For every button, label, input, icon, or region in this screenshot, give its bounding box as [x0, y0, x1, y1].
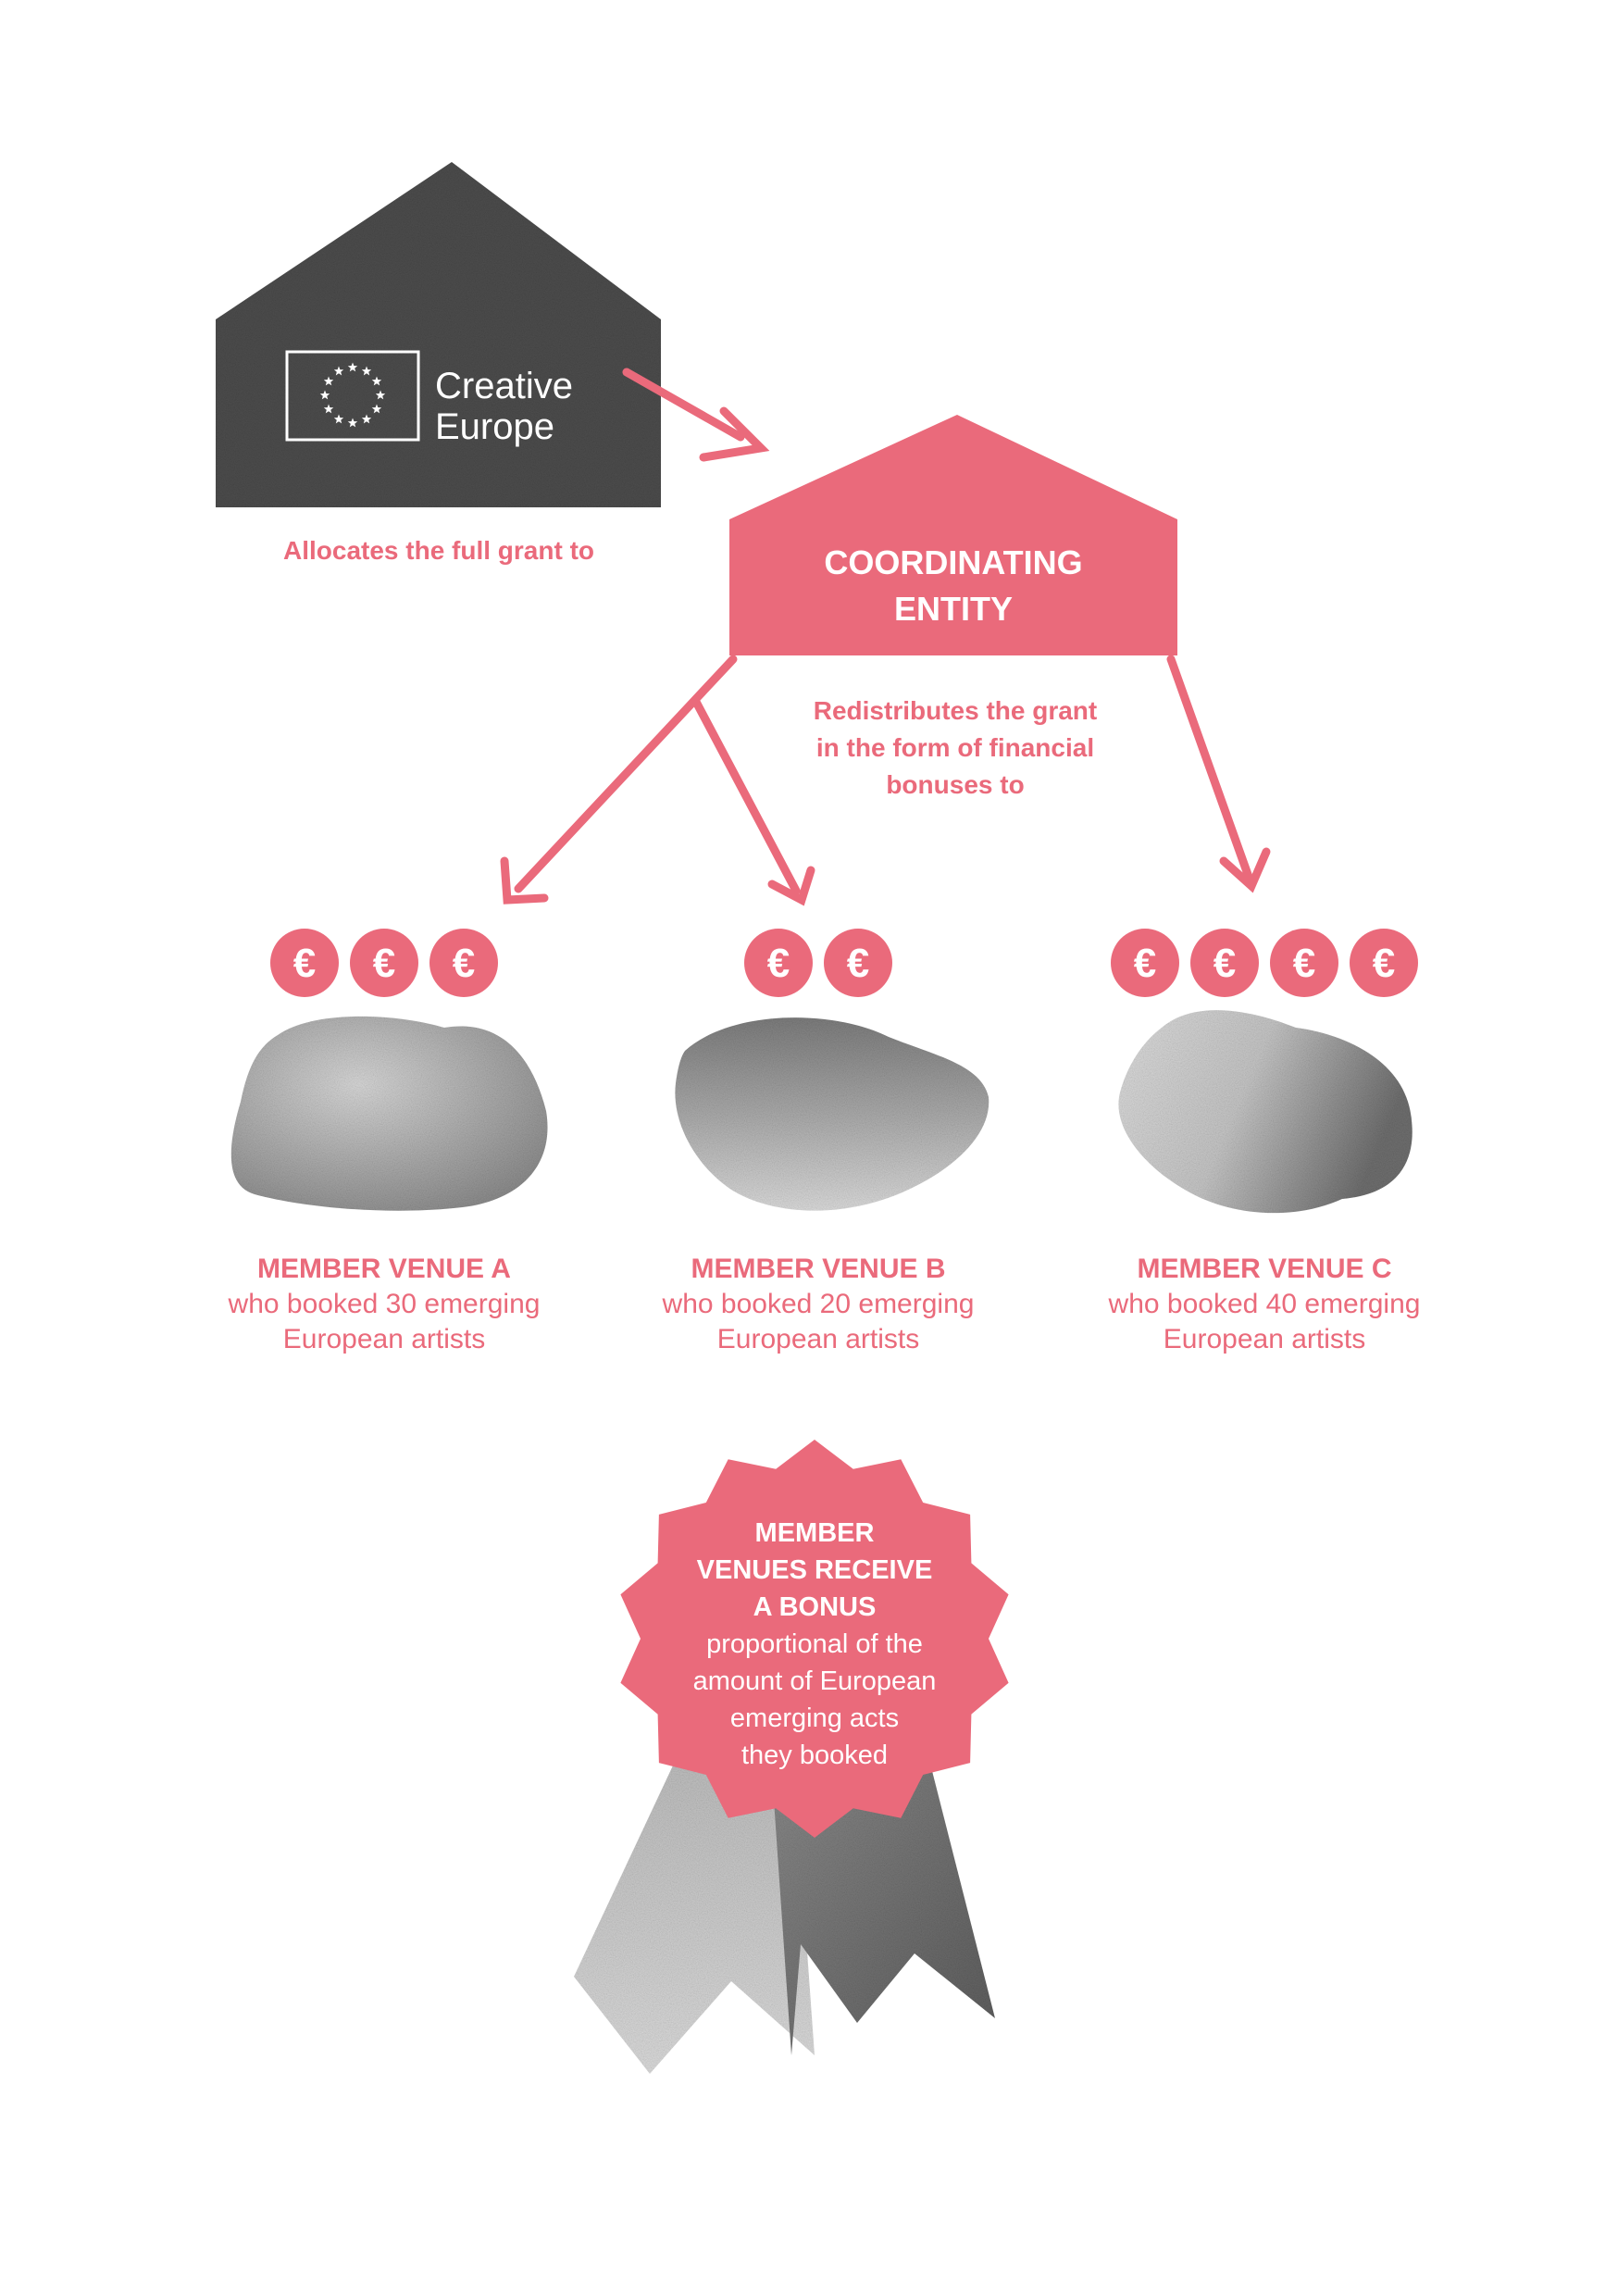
euro-symbol-icon: € [1293, 941, 1315, 986]
badge-line7: they booked [741, 1741, 888, 1770]
badge-line4: proportional of the [706, 1629, 923, 1659]
badge-line5: amount of European [693, 1666, 937, 1696]
creative-europe-house: Creative Europe [216, 162, 661, 507]
venue-a-line2: European artists [283, 1324, 485, 1354]
euro-coin-icon: € [350, 929, 418, 997]
euro-coin-icon: € [1270, 929, 1338, 997]
badge-line1: MEMBER [755, 1518, 875, 1548]
eu-stars-icon [319, 362, 386, 428]
eu-star-icon [361, 414, 372, 424]
coordinating-entity-label-line2: ENTITY [894, 590, 1013, 628]
creative-europe-logo: Creative Europe [285, 350, 573, 447]
coordinating-entity-shape [729, 415, 1177, 655]
eu-star-icon [375, 390, 386, 400]
eu-star-icon [361, 366, 372, 376]
euro-symbol-icon: € [767, 941, 790, 986]
creative-europe-caption: Allocates the full grant to [283, 536, 594, 565]
euro-symbol-icon: € [847, 941, 869, 986]
euro-coin-circle [1190, 929, 1259, 997]
euro-coin-circle [744, 929, 813, 997]
venue-a-title: MEMBER VENUE A [257, 1254, 511, 1284]
creative-europe-house-shape [216, 162, 661, 507]
caption-line3: bonuses to [886, 770, 1024, 799]
award-ribbons [574, 1745, 995, 2074]
coordinating-entity-caption: Redistributes the grant in the form of f… [814, 696, 1097, 799]
venue-a-euro-coins: € € € [270, 929, 498, 997]
euro-symbol-icon: € [1134, 941, 1156, 986]
eu-star-icon [319, 390, 330, 400]
badge-line3-prefix: A [753, 1592, 779, 1622]
eu-star-icon [371, 376, 382, 386]
euro-coin-icon: € [1350, 929, 1418, 997]
arrow-to-venue-c [1166, 655, 1271, 893]
euro-symbol-icon: € [373, 941, 395, 986]
logo-text-line1: Creative [435, 366, 573, 406]
eu-star-icon [333, 414, 344, 424]
arrow-to-coordinating-entity [622, 368, 770, 462]
eu-star-icon [323, 376, 334, 386]
euro-coin-icon: € [744, 929, 813, 997]
venue-a-line1: who booked 30 emerging [228, 1289, 541, 1319]
badge-line6: emerging acts [730, 1703, 899, 1733]
logo-text-line2: Europe [435, 406, 554, 447]
euro-coin-circle [350, 929, 418, 997]
euro-coin-icon: € [429, 929, 498, 997]
euro-coin-icon: € [1111, 929, 1179, 997]
eu-star-icon [347, 418, 358, 428]
venue-b-line2: European artists [717, 1324, 919, 1354]
venue-c-euro-coins: € € € € [1111, 929, 1418, 997]
euro-coin-icon: € [1190, 929, 1259, 997]
eu-star-icon [333, 366, 344, 376]
venue-b-rock-shape [675, 1017, 989, 1211]
badge-line3: A BONUS [753, 1592, 877, 1622]
eu-star-icon [371, 404, 382, 414]
euro-coin-circle [1270, 929, 1338, 997]
badge-line3-bold: BONUS [779, 1592, 877, 1622]
euro-symbol-icon: € [293, 941, 316, 986]
venue-c-line1: who booked 40 emerging [1108, 1289, 1421, 1319]
venue-c-line2: European artists [1164, 1324, 1365, 1354]
venue-b-line1: who booked 20 emerging [662, 1289, 975, 1319]
venue-c-title: MEMBER VENUE C [1137, 1254, 1391, 1284]
ribbon-left-shape [574, 1745, 815, 2074]
ribbon-right-shape [773, 1764, 995, 2055]
euro-coin-circle [1111, 929, 1179, 997]
badge-line2: VENUES RECEIVE [697, 1555, 933, 1585]
venue-c-rock-shape [1118, 1010, 1413, 1214]
coordinating-entity-house: COORDINATING ENTITY [729, 415, 1177, 655]
euro-coin-circle [429, 929, 498, 997]
venue-a-label: MEMBER VENUE A who booked 30 emerging Eu… [228, 1254, 541, 1354]
venue-b-title: MEMBER VENUE B [691, 1254, 945, 1284]
caption-line2: in the form of financial [816, 733, 1094, 762]
bonus-badge-shape [620, 1440, 1009, 1838]
euro-symbol-icon: € [453, 941, 475, 986]
euro-coin-circle [1350, 929, 1418, 997]
caption-line1: Redistributes the grant [814, 696, 1097, 725]
venue-a-rock-shape [230, 1016, 548, 1211]
eu-star-icon [347, 362, 358, 372]
eu-star-icon [323, 404, 334, 414]
coordinating-entity-label-line1: COORDINATING [824, 543, 1082, 581]
arrow-to-venue-b [691, 697, 815, 906]
euro-symbol-icon: € [1373, 941, 1395, 986]
venue-c-label: MEMBER VENUE C who booked 40 emerging Eu… [1108, 1254, 1421, 1354]
arrow-to-venue-a [500, 655, 738, 905]
euro-coin-circle [824, 929, 892, 997]
eu-flag-frame [285, 350, 420, 442]
bonus-badge: MEMBER VENUES RECEIVE A BONUS proportion… [620, 1440, 1009, 1838]
venue-b-label: MEMBER VENUE B who booked 20 emerging Eu… [662, 1254, 975, 1354]
euro-coin-circle [270, 929, 339, 997]
euro-symbol-icon: € [1214, 941, 1236, 986]
euro-coin-icon: € [824, 929, 892, 997]
venue-b-euro-coins: €€ [744, 929, 892, 997]
euro-coin-icon: € [270, 929, 339, 997]
